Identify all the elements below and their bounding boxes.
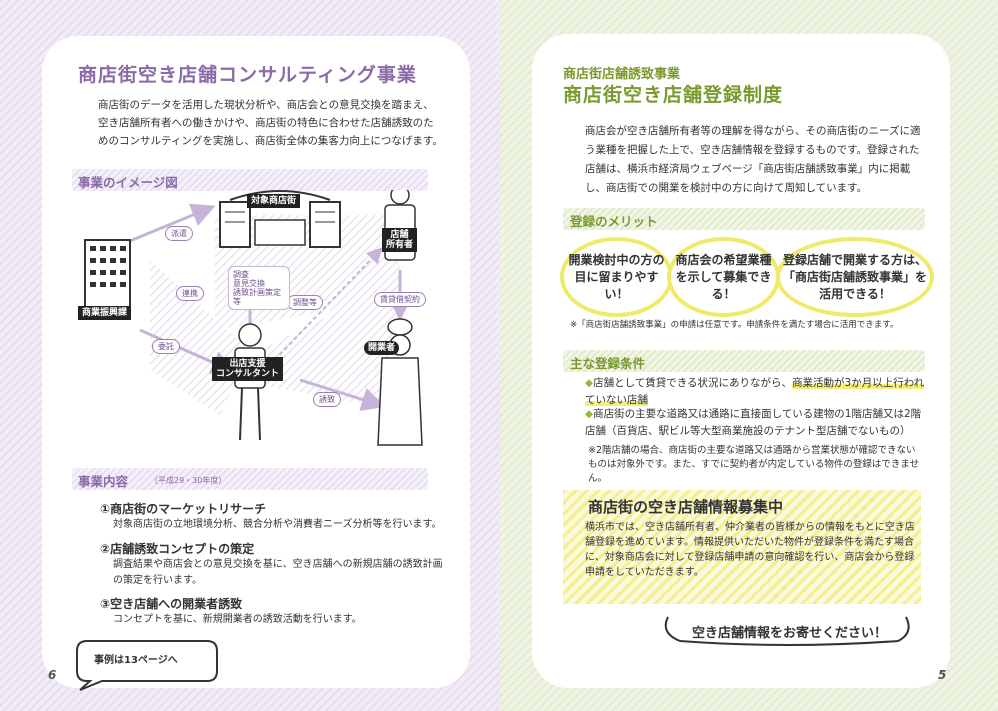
image-section-bar (72, 169, 428, 191)
lease-pill: 賃貸借契約 (374, 292, 426, 307)
diagram-hatch-right (260, 280, 400, 410)
consultant-label: 出店支援 コンサルタント (212, 357, 284, 381)
left-intro-text: 商店街のデータを活用した現状分析や、商店会との意見交換を踏まえ、空き店舗所有者へ… (98, 99, 443, 147)
merit-bubble: 開業検討中の方の目に留まりやすい！ (560, 237, 673, 317)
activity-item: 誘致計画策定等 (233, 288, 281, 306)
content-item-body: 調査結果や商店会との意見交換を基に、空き店舗への新規店舗の誘致計画の策定を行いま… (113, 559, 443, 586)
condition-item: ◆商店街の主要な道路又は通路に直接面している建物の1階店舗又は2階店舗（百貨店、… (585, 408, 922, 437)
merit-note: ※「商店街店舗誘致事業」の申請は任意です。申請条件を満たす場合に活用できます。 (570, 320, 899, 330)
recruit-title: 商店街の空き店舗情報募集中 (588, 498, 784, 516)
arrow-dispatch (119, 203, 216, 247)
call-to-action-bracket (664, 616, 910, 646)
department-label: 商業振興課 (78, 306, 132, 320)
content-section-note: （平成29・30年度） (150, 476, 227, 485)
right-intro-text: 商店会が空き店舗所有者等の理解を得ながら、その商店街のニーズに適う業種を把握した… (585, 125, 921, 194)
page-number-left: 6 (48, 668, 57, 682)
entrust-pill: 委託 (152, 339, 180, 354)
content-item-heading: ①商店街のマーケットリサーチ (100, 502, 267, 516)
activity-item: 調査 (233, 270, 249, 279)
conditions-note: ※2階店舗の場合、商店街の主要な道路又は通路から営業状態が確認できないものは対象… (588, 445, 920, 484)
arrow-invite (299, 378, 386, 412)
page-number-right: 5 (938, 668, 947, 682)
example-link-text[interactable]: 事例は13ページへ (94, 655, 178, 666)
recruit-text: 横浜市では、空き店舗所有者、仲介業者の皆様からの情報をもとに空き店舗登録を進めて… (585, 522, 915, 578)
diamond-bullet-icon: ◆ (585, 377, 594, 389)
invite-pill: 誘致 (313, 392, 341, 407)
recruit-box (563, 490, 921, 604)
activities-box: 調査 意見交換 誘致計画策定等 (228, 266, 290, 310)
office-building-icon (84, 239, 131, 311)
content-item-heading: ③空き店舗への開業者誘致 (100, 597, 243, 611)
condition-item: ◆店舗として賃貸できる状況にありながら、商業活動が3か月以上行われていない店舗 (585, 377, 925, 406)
left-page-title: 商店街空き店舗コンサルティング事業 (78, 64, 417, 86)
target-street-label: 対象商店街 (247, 194, 301, 208)
content-section-bar (72, 468, 428, 490)
content-section-title: 事業内容 (78, 474, 129, 489)
diamond-bullet-icon: ◆ (585, 408, 594, 420)
cooperation-pill: 連携 (176, 286, 204, 301)
image-section-title: 事業のイメージ図 (78, 175, 178, 190)
right-page-subtitle: 商店街店舗誘致事業 (563, 67, 681, 82)
example-speech-bubble (76, 640, 218, 691)
activity-item: 意見交換 (233, 279, 265, 288)
merit-section-bar (563, 208, 925, 230)
owner-label: 店舗 所有者 (382, 228, 418, 252)
merit-bubble: 登録店舗で開業する方は、「商店街店舗誘致事業」を活用できる！ (776, 237, 934, 317)
newcomer-label: 開業者 (364, 341, 400, 355)
shopping-street-gate-icon (219, 190, 341, 248)
content-item-body: 対象商店街の立地環境分析、競合分析や消費者ニーズ分析等を行います。 (113, 519, 442, 530)
conditions-section-title: 主な登録条件 (570, 356, 646, 371)
right-page-title: 商店街空き店舗登録制度 (563, 84, 784, 106)
merit-section-title: 登録のメリット (570, 214, 658, 229)
merit-bubble: 商店会の希望業種を示して募集できる！ (667, 237, 780, 317)
content-item-body: コンセプトを基に、新規開業者の誘致活動を行います。 (113, 614, 362, 625)
content-item-heading: ②店舗誘致コンセプトの策定 (100, 542, 255, 556)
chef-person-icon (377, 318, 423, 446)
negotiate-pill: 調整等 (287, 295, 323, 310)
dispatch-pill: 派遣 (165, 226, 193, 241)
call-to-action-text: 空き店舗情報をお寄せください！ (692, 626, 888, 641)
conditions-section-bar (563, 350, 925, 372)
